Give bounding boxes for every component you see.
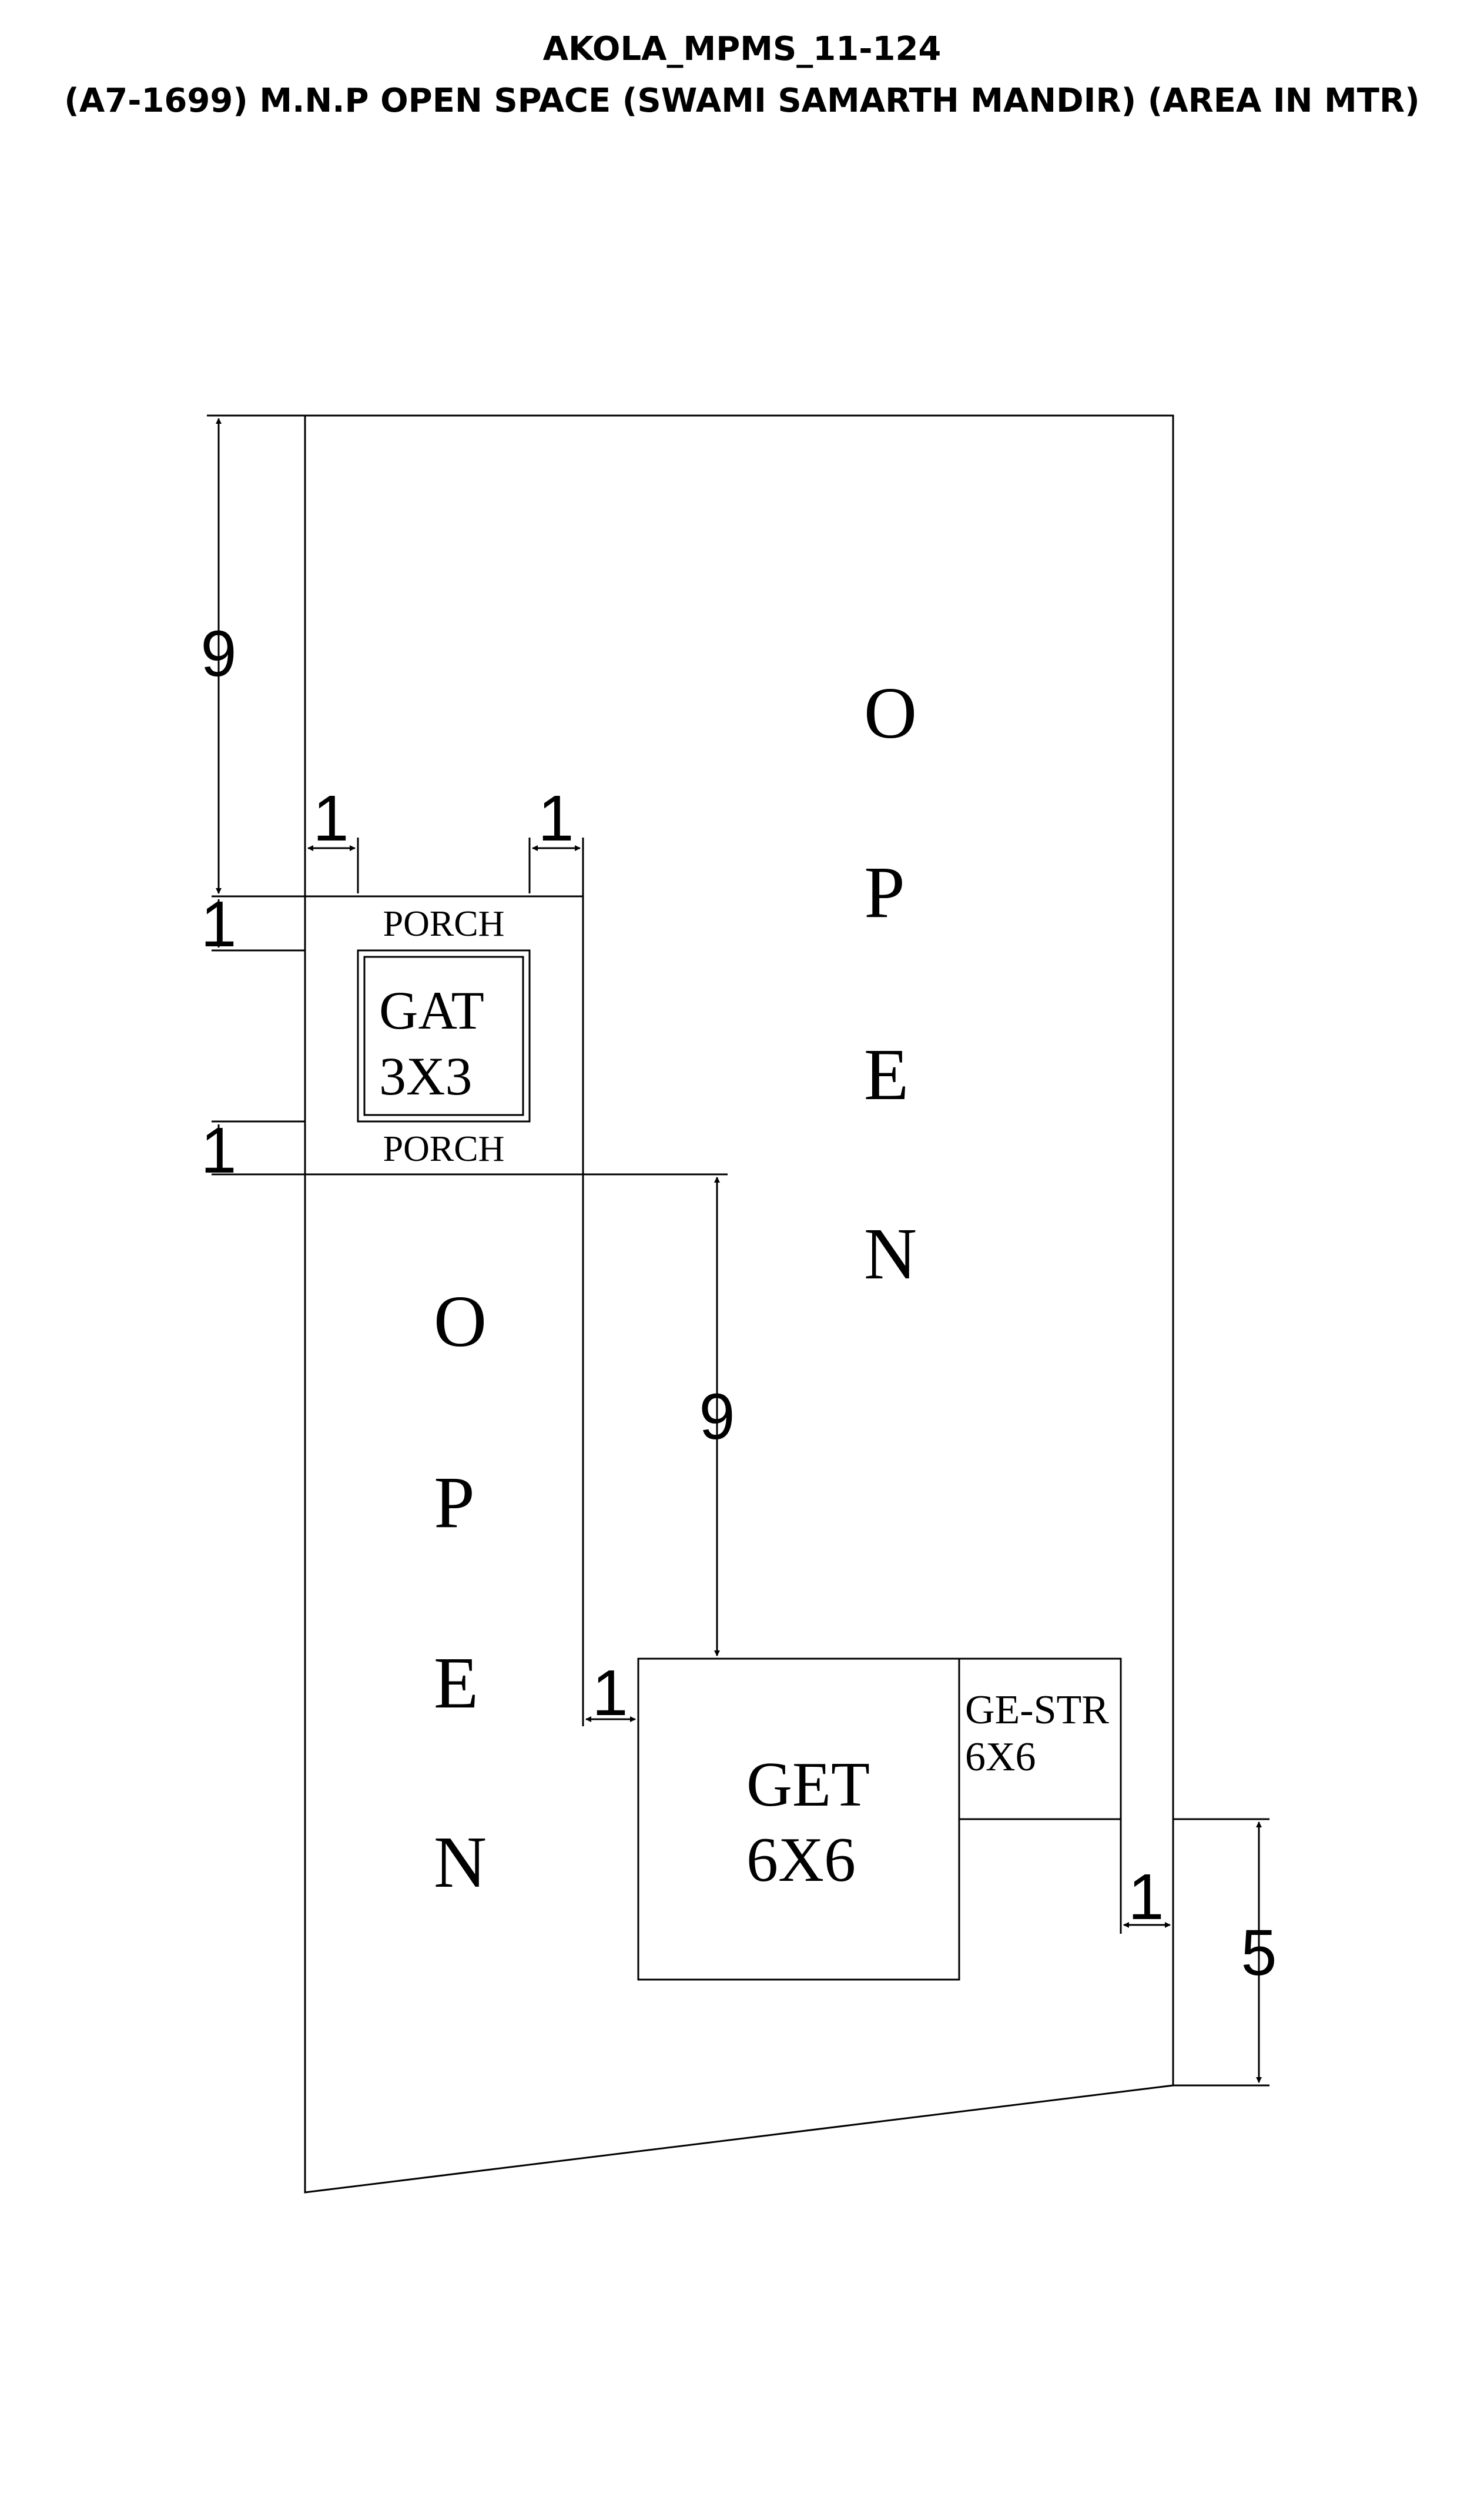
offset-left-dim-label: 1 [313,782,349,855]
offset-right-dim-label: 1 [538,782,574,855]
open-right-letter: P [864,852,905,933]
get-offset-dim-label: 1 [592,1657,628,1729]
middle-vertical-dim-label: 9 [699,1381,735,1453]
open-right-letter: E [864,1034,909,1116]
right-vertical-dim-label: 5 [1241,1917,1277,1989]
porch-top-dim-label: 1 [200,888,236,960]
get-name: GET [746,1750,870,1820]
open-left-letter: O [434,1281,487,1362]
open-left-letter: E [434,1643,478,1724]
ge-str-name: GE-STR [965,1687,1109,1733]
open-right-letter: N [864,1214,917,1295]
gat-block-outline [304,895,584,1176]
porch-bottom-label: PORCH [383,1129,505,1169]
gat-outer-wall [357,949,531,1123]
gat-name: GAT [379,980,484,1040]
drawing-subtitle: (A7-1699) M.N.P OPEN SPACE (SWAMI SAMART… [64,82,1420,120]
gat-size: 3X3 [379,1046,472,1106]
ge-str-size: 6X6 [965,1734,1036,1780]
open-left-letter: P [434,1462,475,1543]
left-top-dim-label: 9 [200,618,236,690]
ge-str-room [959,1658,1122,1820]
open-right-letter: O [864,673,917,754]
open-left-letter: N [434,1822,487,1903]
ge-str-offset-dim-label: 1 [1128,1861,1164,1933]
porch-bottom-dim-label: 1 [200,1114,236,1187]
porch-top-label: PORCH [383,904,505,944]
drawing-title: AKOLA_MPMS_11-124 [542,30,942,68]
gat-inner-wall [363,956,524,1116]
title-block: AKOLA_MPMS_11-124 (A7-1699) M.N.P OPEN S… [0,24,1484,127]
get-size: 6X6 [746,1825,856,1895]
